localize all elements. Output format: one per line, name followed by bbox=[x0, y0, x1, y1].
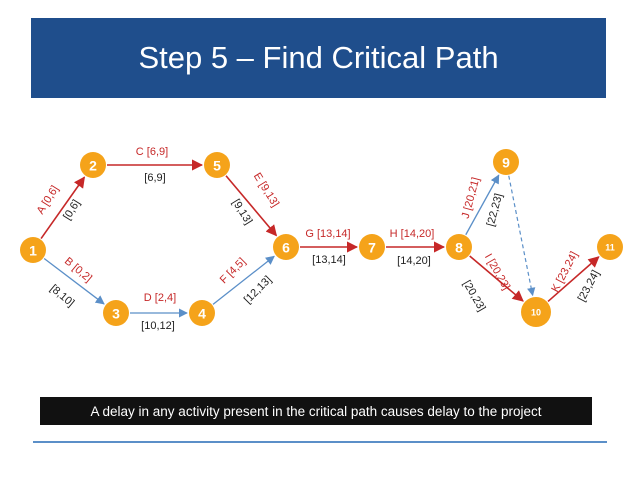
node-6: 6 bbox=[273, 234, 299, 260]
edge-9-10 bbox=[508, 175, 536, 297]
edge-5-6 bbox=[225, 175, 278, 237]
node-5: 5 bbox=[204, 152, 230, 178]
edge-8-9 bbox=[465, 174, 500, 236]
node-2: 2 bbox=[80, 152, 106, 178]
node-circle-5 bbox=[204, 152, 230, 178]
node-4: 4 bbox=[189, 300, 215, 326]
node-circle-1 bbox=[20, 237, 46, 263]
edge-late-label-6-7: [13,14] bbox=[312, 254, 346, 266]
edge-label-7-8: H [14,20] bbox=[390, 228, 435, 240]
node-label-11: 11 bbox=[605, 243, 615, 253]
node-label-8: 8 bbox=[455, 240, 463, 256]
node-circle-8 bbox=[446, 234, 472, 260]
node-circle-10 bbox=[521, 297, 551, 327]
node-label-5: 5 bbox=[213, 158, 221, 174]
node-circle-11 bbox=[597, 234, 623, 260]
edge-label-6-7: G [13,14] bbox=[305, 228, 350, 240]
edge-8-10 bbox=[469, 255, 524, 302]
node-11: 11 bbox=[597, 234, 623, 260]
edge-4-6 bbox=[212, 255, 275, 305]
nodes-layer: 1 2 3 4 5 6 7 8 9 10 11 bbox=[20, 149, 623, 327]
edge-label-1-3: B [0,2] bbox=[62, 255, 94, 285]
node-label-4: 4 bbox=[198, 306, 206, 322]
edge-1-2 bbox=[40, 176, 86, 240]
node-8: 8 bbox=[446, 234, 472, 260]
edge-1-3 bbox=[43, 257, 105, 305]
node-circle-7 bbox=[359, 234, 385, 260]
node-label-3: 3 bbox=[112, 306, 120, 322]
edge-10-11 bbox=[547, 256, 600, 303]
node-circle-6 bbox=[273, 234, 299, 260]
edge-late-label-4-6: [12,13] bbox=[242, 274, 274, 306]
node-label-10: 10 bbox=[531, 308, 541, 318]
edge-label-2-5: C [6,9] bbox=[136, 146, 168, 158]
edge-late-label-5-6: [9,13] bbox=[230, 197, 255, 227]
note-text: A delay in any activity present in the c… bbox=[90, 403, 542, 419]
edge-label-4-6: F [4,5] bbox=[218, 256, 249, 287]
edge-late-label-1-3: [8,10] bbox=[48, 283, 77, 310]
node-label-7: 7 bbox=[368, 240, 376, 256]
node-circle-9 bbox=[493, 149, 519, 175]
edge-late-label-3-4: [10,12] bbox=[141, 320, 175, 332]
node-label-6: 6 bbox=[282, 240, 290, 256]
slide-title: Step 5 – Find Critical Path bbox=[138, 40, 499, 75]
edge-label-8-9: J [20,21] bbox=[460, 176, 483, 220]
node-label-2: 2 bbox=[89, 158, 97, 174]
edge-label-1-2: A [0,6] bbox=[35, 184, 62, 217]
node-9: 9 bbox=[493, 149, 519, 175]
edge-label-8-10: I [20,23] bbox=[482, 252, 512, 292]
edge-late-label-8-9: [22,23] bbox=[485, 192, 505, 228]
bottom-divider bbox=[33, 441, 607, 443]
edge-late-label-1-2: [0,6] bbox=[61, 198, 83, 223]
node-label-1: 1 bbox=[29, 243, 37, 259]
title-bar: Step 5 – Find Critical Path bbox=[31, 18, 606, 98]
node-circle-4 bbox=[189, 300, 215, 326]
note-bar: A delay in any activity present in the c… bbox=[40, 397, 592, 425]
node-1: 1 bbox=[20, 237, 46, 263]
edge-label-5-6: E [9,13] bbox=[251, 171, 281, 210]
node-10: 10 bbox=[521, 297, 551, 327]
edge-late-label-8-10: [20,23] bbox=[460, 278, 487, 313]
edge-label-3-4: D [2,4] bbox=[144, 292, 176, 304]
node-3: 3 bbox=[103, 300, 129, 326]
edge-late-label-7-8: [14,20] bbox=[397, 255, 431, 267]
node-7: 7 bbox=[359, 234, 385, 260]
node-label-9: 9 bbox=[502, 155, 510, 171]
node-circle-2 bbox=[80, 152, 106, 178]
edge-late-label-2-5: [6,9] bbox=[144, 172, 165, 184]
node-circle-3 bbox=[103, 300, 129, 326]
